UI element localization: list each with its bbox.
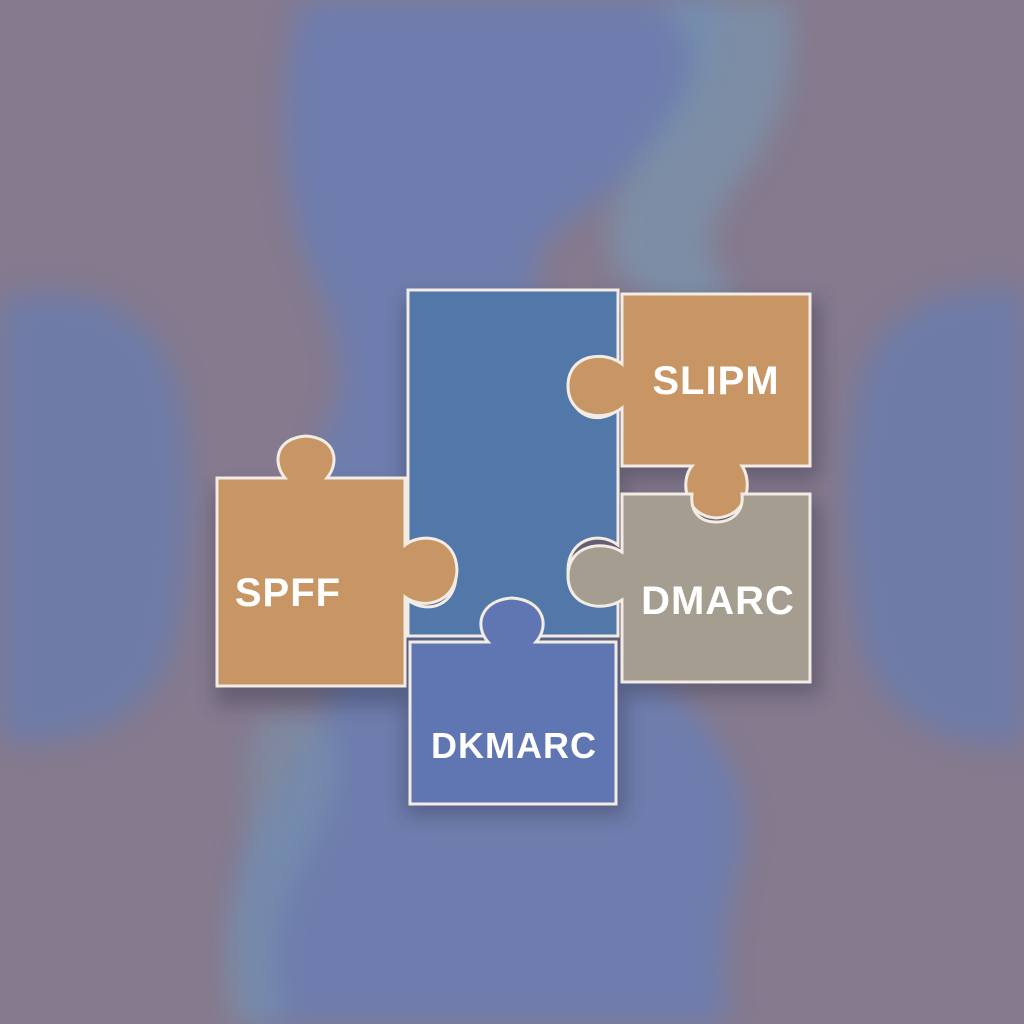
ribbon-teal-lower [223, 712, 340, 1024]
dmarc-puzzle-piece: DMARC [566, 492, 812, 684]
spf-label: SPFF [235, 571, 341, 615]
slipm-label: SLIPM [652, 359, 779, 403]
right-blob [846, 288, 1024, 746]
left-blob [0, 292, 191, 742]
slipm-puzzle-piece: SLIPM [566, 292, 812, 520]
ribbon-teal [608, 0, 793, 330]
dkmarc-label: DKMARC [431, 725, 597, 766]
spf-puzzle-piece: SPFF [215, 434, 459, 688]
dkmarc-puzzle-piece: DKMARC [408, 596, 618, 806]
dmarc-label: DMARC [641, 579, 795, 623]
